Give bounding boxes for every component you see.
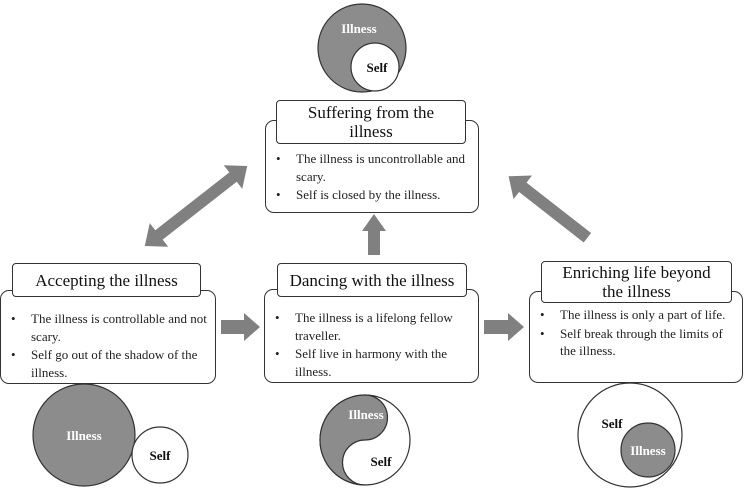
suffering-bullet-1: The illness is uncontrollable and scary. xyxy=(274,150,476,185)
dancing-bullets: The illness is a lifelong fellow travell… xyxy=(273,309,473,381)
accepting-illness-circle xyxy=(32,383,136,487)
accepting-circles: Illness Self xyxy=(32,383,189,487)
enriching-bullet-2: Self break through the limits of the ill… xyxy=(538,325,740,360)
accepting-title: Accepting the illness xyxy=(12,263,201,297)
accepting-bullet-1: The illness is controllable and not scar… xyxy=(9,310,214,345)
suffering-illness-label: Illness xyxy=(341,21,376,36)
enriching-illness-circle xyxy=(620,422,676,478)
double-arrow-accepting-suffering xyxy=(144,165,248,247)
suffering-self-circle xyxy=(350,42,400,92)
enriching-self-circle xyxy=(577,382,683,488)
dancing-yin-yang: Illness Self xyxy=(319,394,411,486)
dancing-bullet-2: Self live in harmony with the illness. xyxy=(273,345,473,380)
enriching-title-line2: the illness xyxy=(602,282,671,301)
enriching-bullet-1: The illness is only a part of life. xyxy=(538,306,740,324)
accepting-illness-label: Illness xyxy=(66,428,101,443)
arrow-enriching-to-suffering xyxy=(508,175,592,243)
arrow-dancing-to-suffering xyxy=(362,214,386,255)
dancing-illness-label: Illness xyxy=(348,407,383,422)
enriching-bullets: The illness is only a part of life. Self… xyxy=(538,306,740,361)
enriching-circles: Self Illness xyxy=(577,382,683,488)
suffering-title: Suffering from the illness xyxy=(276,100,466,144)
accepting-self-label: Self xyxy=(150,448,172,463)
suffering-circles: Illness Self xyxy=(317,3,407,93)
suffering-title-line2: illness xyxy=(349,122,393,141)
accepting-bullet-2: Self go out of the shadow of the illness… xyxy=(9,346,214,381)
arrow-accepting-to-dancing xyxy=(221,313,260,341)
accepting-self-circle xyxy=(131,426,189,484)
dancing-bullet-1: The illness is a lifelong fellow travell… xyxy=(273,309,473,344)
suffering-title-line1: Suffering from the xyxy=(307,103,435,122)
arrow-dancing-to-enriching xyxy=(484,313,524,341)
accepting-bullets: The illness is controllable and not scar… xyxy=(9,310,214,382)
enriching-title-line1: Enriching life beyond xyxy=(562,263,711,282)
enriching-illness-label: Illness xyxy=(630,443,665,458)
suffering-illness-circle xyxy=(317,3,407,93)
suffering-bullets: The illness is uncontrollable and scary.… xyxy=(274,150,476,205)
dancing-card: The illness is a lifelong fellow travell… xyxy=(264,289,479,383)
accepting-card: The illness is controllable and not scar… xyxy=(0,290,216,384)
yin-yang-illness-half xyxy=(319,394,389,486)
suffering-self-label: Self xyxy=(367,60,389,75)
enriching-title: Enriching life beyond the illness xyxy=(541,261,732,303)
dancing-self-label: Self xyxy=(371,454,393,469)
dancing-title: Dancing with the illness xyxy=(277,263,467,297)
enriching-self-label: Self xyxy=(602,416,624,431)
enriching-card: The illness is only a part of life. Self… xyxy=(529,291,743,383)
yin-yang-outline xyxy=(319,394,411,486)
suffering-bullet-2: Self is closed by the illness. xyxy=(274,186,476,204)
